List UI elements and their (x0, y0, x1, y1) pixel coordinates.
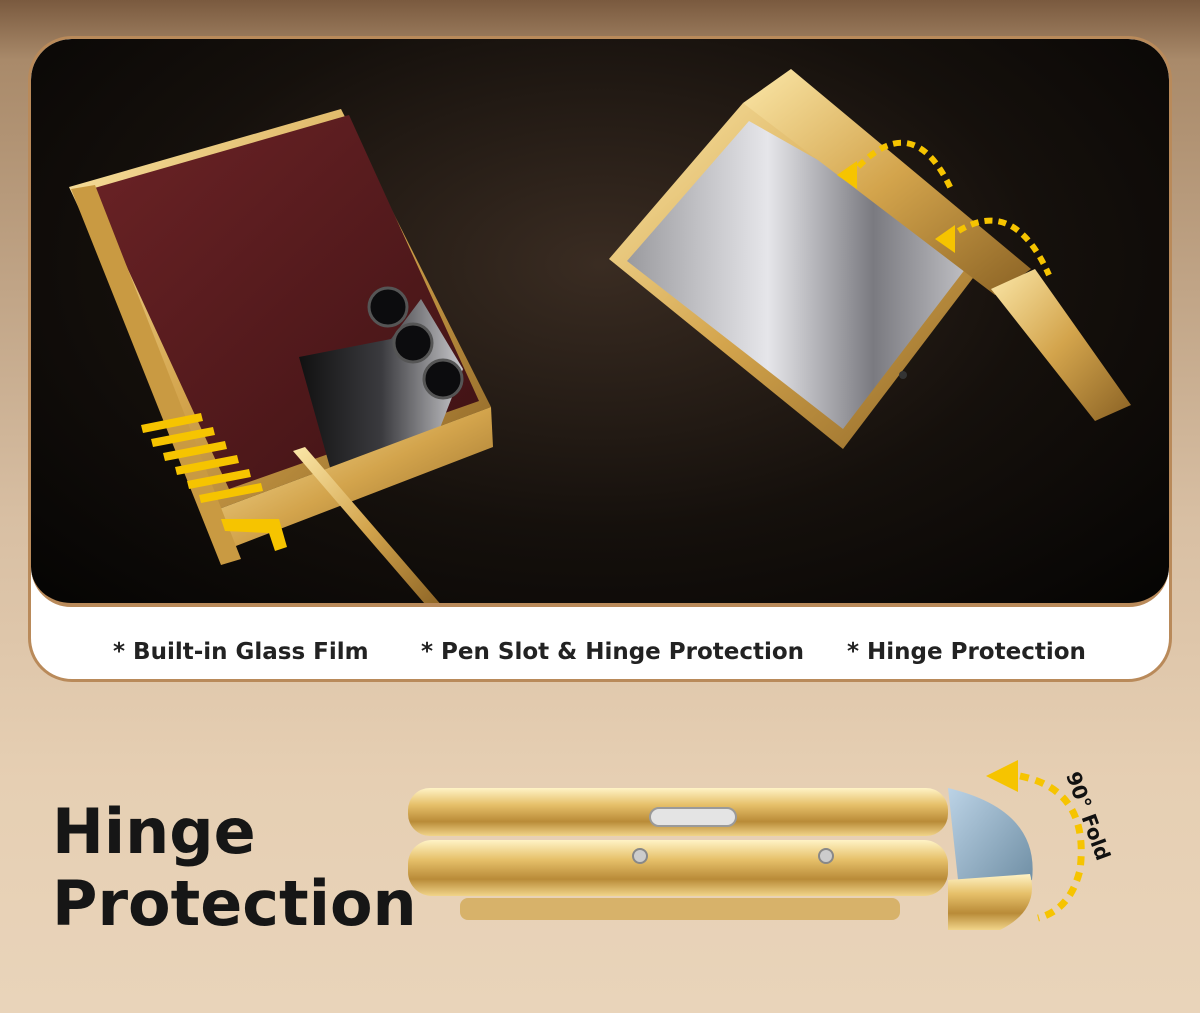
feature-caption-glass-film: * Built-in Glass Film (113, 639, 369, 665)
fold-arrow-icon (986, 760, 1085, 922)
stylus-pen (293, 447, 440, 603)
camera-lens-icon (367, 286, 409, 328)
feature-caption-hinge: * Hinge Protection (847, 639, 1086, 665)
front-camera-icon (899, 371, 907, 379)
slide-arrow-icon (141, 413, 287, 551)
fold-label-text: 90° Fold (1061, 768, 1116, 864)
feature-caption-pen-slot: * Pen Slot & Hinge Protection (421, 639, 805, 665)
hero-title: Hinge Protection (52, 796, 417, 940)
folded-phone-side-view (408, 788, 1033, 930)
camera-lens-icon (422, 358, 464, 400)
camera-lens-icon (392, 322, 434, 364)
hero-title-line2: Protection (52, 867, 417, 940)
folded-phone-back (69, 109, 493, 603)
screw-icon (818, 848, 834, 864)
open-phone-front (609, 69, 1131, 449)
screw-icon (632, 848, 648, 864)
rotate-arrow-icon (846, 139, 1052, 277)
fold-label: 90° Fold (1058, 768, 1118, 864)
arrow-head-icon (935, 225, 955, 253)
phone-case-illustration (69, 69, 1131, 603)
side-button (649, 807, 737, 827)
arrow-head-icon (837, 161, 857, 189)
product-photo (31, 39, 1169, 607)
feature-panel: * Built-in Glass Film * Pen Slot & Hinge… (28, 36, 1172, 682)
hero-title-line1: Hinge (52, 795, 256, 868)
